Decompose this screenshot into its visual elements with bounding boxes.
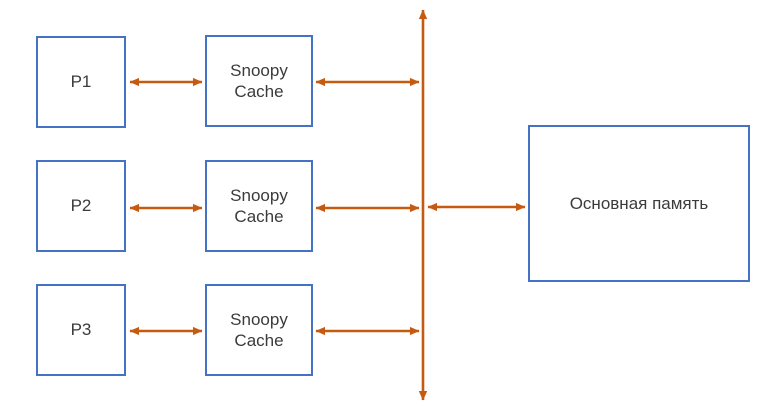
main-memory-label: Основная память: [569, 193, 709, 213]
snoopy-cache-box-3: Snoopy Cache: [205, 284, 313, 376]
snoopy-cache-box-1: Snoopy Cache: [205, 35, 313, 127]
processor-box-p3: P3: [36, 284, 126, 376]
cache-label: Snoopy Cache: [230, 185, 288, 226]
processor-label: P2: [70, 196, 92, 216]
snoopy-cache-box-2: Snoopy Cache: [205, 160, 313, 252]
cache-label: Snoopy Cache: [230, 60, 288, 101]
cache-label: Snoopy Cache: [230, 309, 288, 350]
processor-box-p1: P1: [36, 36, 126, 128]
main-memory-box: Основная память: [528, 125, 750, 282]
processor-label: P3: [70, 320, 92, 340]
processor-box-p2: P2: [36, 160, 126, 252]
processor-label: P1: [70, 72, 92, 92]
